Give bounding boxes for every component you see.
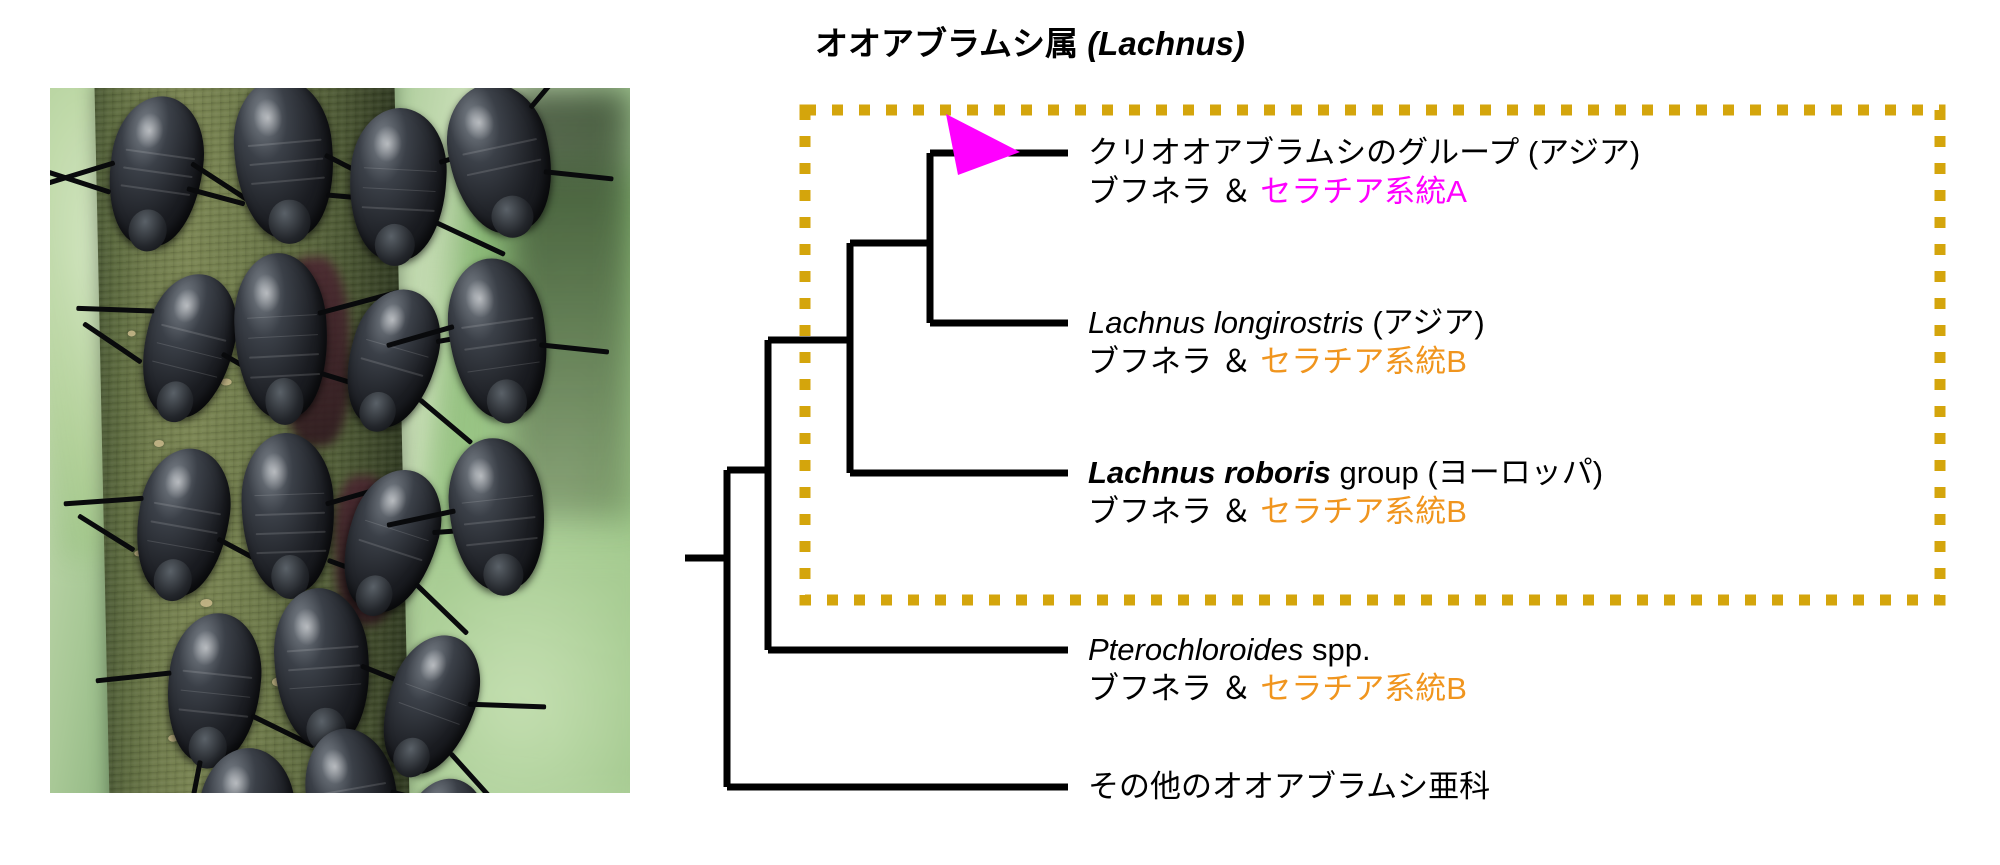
label-lachnus-roboris: Lachnus roboris group (ヨーロッパ) ブフネラ ＆ セラチ… <box>1088 453 1603 531</box>
title-japanese: オオアブラムシ属 <box>815 25 1088 62</box>
aphid <box>186 88 403 246</box>
label-line1: Lachnus longirostris (アジア) <box>1088 303 1485 342</box>
label-line1: その他のオオアブラムシ亜科 <box>1088 767 1490 806</box>
label-symbiont-prefix: ブフネラ ＆ <box>1088 344 1261 380</box>
figure-title: オオアブラムシ属 (Lachnus) <box>815 25 1245 62</box>
tree-branches <box>685 149 1068 791</box>
label-line1: クリオオアブラムシのグループ (アジア) <box>1088 133 1640 172</box>
label-region: group (ヨーロッパ) <box>1330 455 1604 490</box>
label-symbiont-highlight: セラチア系統B <box>1260 344 1467 380</box>
aphid <box>239 431 404 601</box>
aphid <box>386 433 552 598</box>
label-line1-text: クリオオアブラムシのグループ (アジア) <box>1088 135 1641 170</box>
label-line2: ブフネラ ＆ セラチア系統B <box>1088 342 1485 381</box>
label-line1: Lachnus roboris group (ヨーロッパ) <box>1088 453 1603 492</box>
label-symbiont-prefix: ブフネラ ＆ <box>1088 174 1261 210</box>
label-symbiont-highlight: セラチア系統B <box>1260 671 1467 707</box>
label-species-latin: Lachnus roboris <box>1088 455 1331 490</box>
label-line2: ブフネラ ＆ セラチア系統B <box>1088 492 1603 531</box>
aphid-colony-photo <box>50 88 630 793</box>
aphid <box>346 105 517 268</box>
label-kuri-oaburamushi: クリオオアブラムシのグループ (アジア) ブフネラ ＆ セラチア系統A <box>1088 133 1640 211</box>
label-symbiont-prefix: ブフネラ ＆ <box>1088 671 1261 707</box>
aphid <box>192 744 300 793</box>
label-pterochloroides: Pterochloroides spp. ブフネラ ＆ セラチア系統B <box>1088 630 1467 708</box>
aphid-gloss <box>260 452 290 492</box>
label-line2: ブフネラ ＆ セラチア系統A <box>1088 172 1640 211</box>
label-region: (アジア) <box>1363 305 1485 340</box>
aphid <box>230 250 400 426</box>
label-lachnus-longirostris: Lachnus longirostris (アジア) ブフネラ ＆ セラチア系統… <box>1088 303 1485 381</box>
label-genus-latin: Pterochloroides <box>1088 632 1304 667</box>
label-other-lachninae: その他のオオアブラムシ亜科 <box>1088 767 1490 806</box>
aphid <box>95 608 316 793</box>
label-symbiont-highlight: セラチア系統A <box>1260 174 1467 210</box>
magenta-arrowhead-icon <box>946 114 1020 175</box>
label-symbiont-prefix: ブフネラ ＆ <box>1088 494 1261 530</box>
label-symbiont-highlight: セラチア系統B <box>1260 494 1467 530</box>
title-genus-latin: (Lachnus) <box>1087 25 1245 62</box>
label-species-latin: Lachnus longirostris <box>1088 305 1364 340</box>
label-rank: spp. <box>1303 632 1371 667</box>
label-line2: ブフネラ ＆ セラチア系統B <box>1088 669 1467 708</box>
label-line1: Pterochloroides spp. <box>1088 630 1467 669</box>
aphid <box>269 584 442 793</box>
label-line1-text: その他のオオアブラムシ亜科 <box>1088 769 1491 804</box>
